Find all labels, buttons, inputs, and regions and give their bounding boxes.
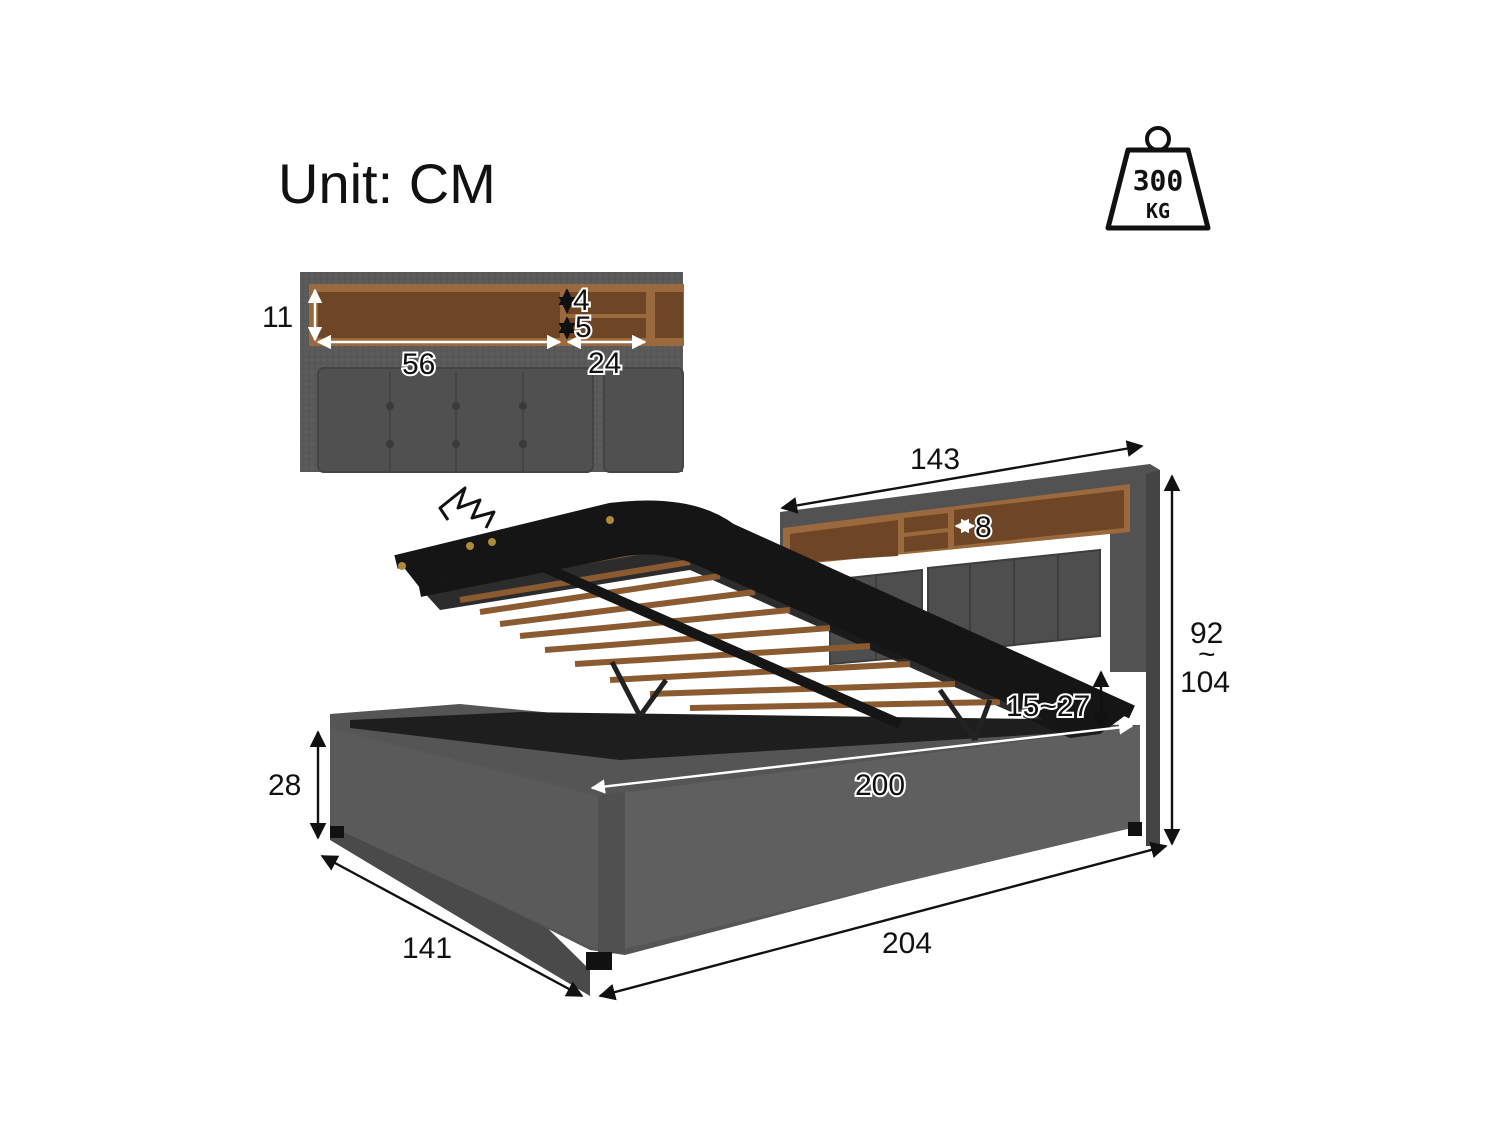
shelf-inset	[300, 272, 684, 473]
dim-shelf-small-top: 4	[573, 284, 590, 317]
zoom-connector-icon	[438, 486, 496, 529]
dim-shelf-gap: 8	[975, 511, 992, 544]
dim-inner-length: 200	[855, 769, 905, 802]
dim-bed-length: 204	[882, 927, 932, 960]
dim-headboard-height-sep: ~	[1198, 638, 1216, 671]
dim-shelf-small-bottom: 5	[575, 311, 592, 344]
weight-icon: 300 KG	[1105, 126, 1211, 231]
dim-bed-width: 141	[402, 932, 452, 965]
dim-clearance: 15~27	[1006, 690, 1090, 723]
bed-illustration	[330, 464, 1160, 996]
dim-shelf-left-width: 56	[402, 348, 435, 381]
dim-headboard-width: 143	[910, 443, 960, 476]
weight-value: 300	[1133, 164, 1184, 197]
dim-shelf-height: 11	[262, 301, 293, 334]
weight-unit: KG	[1146, 199, 1170, 223]
dim-headboard-height-top: 92	[1190, 617, 1223, 650]
dim-side-height: 28	[268, 769, 301, 802]
dim-shelf-right-width: 24	[588, 347, 621, 380]
unit-label: Unit: CM	[278, 152, 496, 215]
dim-headboard-height-bottom: 104	[1180, 666, 1230, 699]
